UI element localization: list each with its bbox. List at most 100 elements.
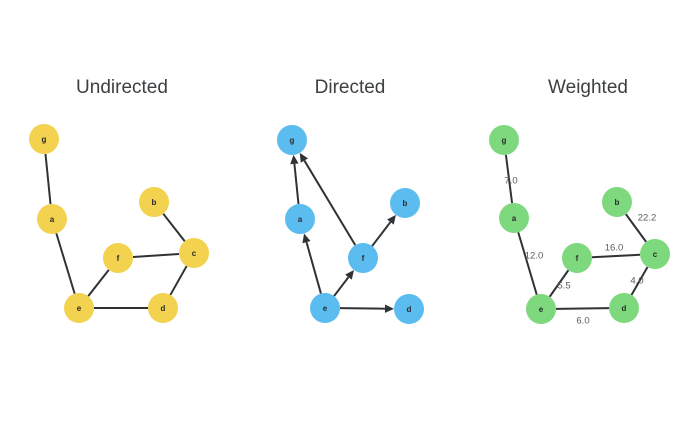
edge-weight-label-g-a: 7.0	[504, 176, 517, 187]
node-label-e: e	[539, 305, 544, 314]
graph-node-directed-b[interactable]: b	[390, 188, 420, 218]
graph-node-weighted-a[interactable]: a	[499, 203, 529, 233]
graph-node-weighted-d[interactable]: d	[609, 293, 639, 323]
node-label-e: e	[77, 304, 82, 313]
node-label-b: b	[403, 199, 408, 208]
arrow-head-icon-a-g	[290, 154, 299, 165]
graph-node-weighted-g[interactable]: g	[489, 125, 519, 155]
graph-edge-e-d	[339, 307, 386, 310]
edge-layer-directed	[290, 152, 396, 313]
graph-edge-c-d	[630, 266, 649, 296]
node-label-c: c	[653, 250, 658, 259]
node-circle-g[interactable]	[489, 125, 519, 155]
node-circle-c[interactable]	[179, 238, 209, 268]
node-layer-weighted: g a b c f e d	[489, 125, 670, 324]
node-circle-a[interactable]	[37, 204, 67, 234]
node-circle-f[interactable]	[562, 243, 592, 273]
panel-title-weighted: Weighted	[548, 77, 628, 98]
graph-node-undirected-f[interactable]: f	[103, 243, 133, 273]
graph-edge-e-f	[548, 269, 570, 298]
graph-node-undirected-b[interactable]: b	[139, 187, 169, 217]
node-layer-undirected: g a b c f e d	[29, 124, 209, 323]
node-label-a: a	[512, 214, 517, 223]
graph-edge-e-f	[333, 276, 350, 297]
graph-edge-g-a	[504, 154, 514, 204]
graph-node-undirected-e[interactable]: e	[64, 293, 94, 323]
node-circle-d[interactable]	[148, 293, 178, 323]
graph-node-weighted-f[interactable]: f	[562, 243, 592, 273]
graph-edge-e-a	[305, 241, 322, 294]
node-label-a: a	[298, 215, 303, 224]
edge-layer-undirected	[44, 153, 188, 309]
edge-weight-label-a-e: 12.0	[525, 251, 544, 262]
node-circle-d[interactable]	[394, 294, 424, 324]
node-circle-e[interactable]	[310, 293, 340, 323]
graph-panel-directed: Directed g a b f e d	[277, 77, 424, 324]
edge-weight-label-f-c: 16.0	[605, 243, 624, 254]
graph-edge-c-d	[169, 265, 188, 296]
node-circle-g[interactable]	[277, 125, 307, 155]
graph-node-directed-f[interactable]: f	[348, 243, 378, 273]
node-label-g: g	[290, 136, 295, 145]
graph-node-directed-g[interactable]: g	[277, 125, 307, 155]
node-label-d: d	[622, 304, 627, 313]
arrow-head-icon-f-b	[387, 214, 396, 225]
edge-weight-label-e-f: 5.5	[557, 281, 570, 292]
node-circle-b[interactable]	[390, 188, 420, 218]
node-circle-e[interactable]	[526, 294, 556, 324]
edge-layer-weighted	[504, 154, 649, 310]
graph-node-weighted-c[interactable]: c	[640, 239, 670, 269]
node-circle-e[interactable]	[64, 293, 94, 323]
graph-edge-f-b	[371, 221, 392, 247]
node-circle-c[interactable]	[640, 239, 670, 269]
graph-edge-a-e	[517, 232, 538, 295]
graph-edge-g-a	[44, 153, 52, 205]
node-label-f: f	[362, 254, 365, 263]
graph-edge-a-e	[55, 233, 76, 294]
graph-node-directed-a[interactable]: a	[285, 204, 315, 234]
node-label-e: e	[323, 304, 328, 313]
node-label-f: f	[117, 254, 120, 263]
graph-node-undirected-a[interactable]: a	[37, 204, 67, 234]
graph-edge-e-f	[87, 269, 110, 297]
graph-node-undirected-c[interactable]: c	[179, 238, 209, 268]
node-label-f: f	[576, 254, 579, 263]
edge-weight-label-b-c: 22.2	[638, 213, 657, 224]
graph-edge-a-g	[293, 163, 300, 205]
node-circle-b[interactable]	[139, 187, 169, 217]
node-layer-directed: g a b f e d	[277, 125, 424, 324]
graph-edge-e-d	[555, 307, 610, 310]
arrow-head-icon-f-g	[299, 152, 308, 163]
node-circle-a[interactable]	[499, 203, 529, 233]
node-label-g: g	[42, 135, 47, 144]
graph-node-undirected-d[interactable]: d	[148, 293, 178, 323]
node-circle-d[interactable]	[609, 293, 639, 323]
node-circle-b[interactable]	[602, 187, 632, 217]
graph-node-directed-e[interactable]: e	[310, 293, 340, 323]
node-circle-a[interactable]	[285, 204, 315, 234]
graph-node-weighted-b[interactable]: b	[602, 187, 632, 217]
graph-edge-f-g	[303, 160, 357, 246]
node-label-d: d	[407, 305, 412, 314]
panel-title-directed: Directed	[315, 77, 386, 98]
graph-edge-f-c	[591, 253, 641, 259]
edge-weight-label-c-d: 4.0	[630, 276, 643, 287]
node-label-b: b	[152, 198, 157, 207]
graph-node-undirected-g[interactable]: g	[29, 124, 59, 154]
graph-edge-f-c	[132, 252, 180, 259]
graph-node-weighted-e[interactable]: e	[526, 294, 556, 324]
graph-node-directed-d[interactable]: d	[394, 294, 424, 324]
node-label-d: d	[161, 304, 166, 313]
node-circle-g[interactable]	[29, 124, 59, 154]
node-circle-f[interactable]	[103, 243, 133, 273]
arrow-head-icon-e-d	[384, 304, 395, 313]
node-label-g: g	[502, 136, 507, 145]
node-circle-f[interactable]	[348, 243, 378, 273]
edge-weight-label-e-d: 6.0	[576, 316, 589, 327]
graph-panel-weighted: Weighted 7.0 12.0 5.5 16.0 22.2 4.0 6.0 g a b c f e d	[489, 77, 670, 327]
graph-panel-undirected: Undirected g a b c f e d	[29, 77, 209, 323]
panel-title-undirected: Undirected	[76, 77, 168, 98]
node-label-a: a	[50, 215, 55, 224]
